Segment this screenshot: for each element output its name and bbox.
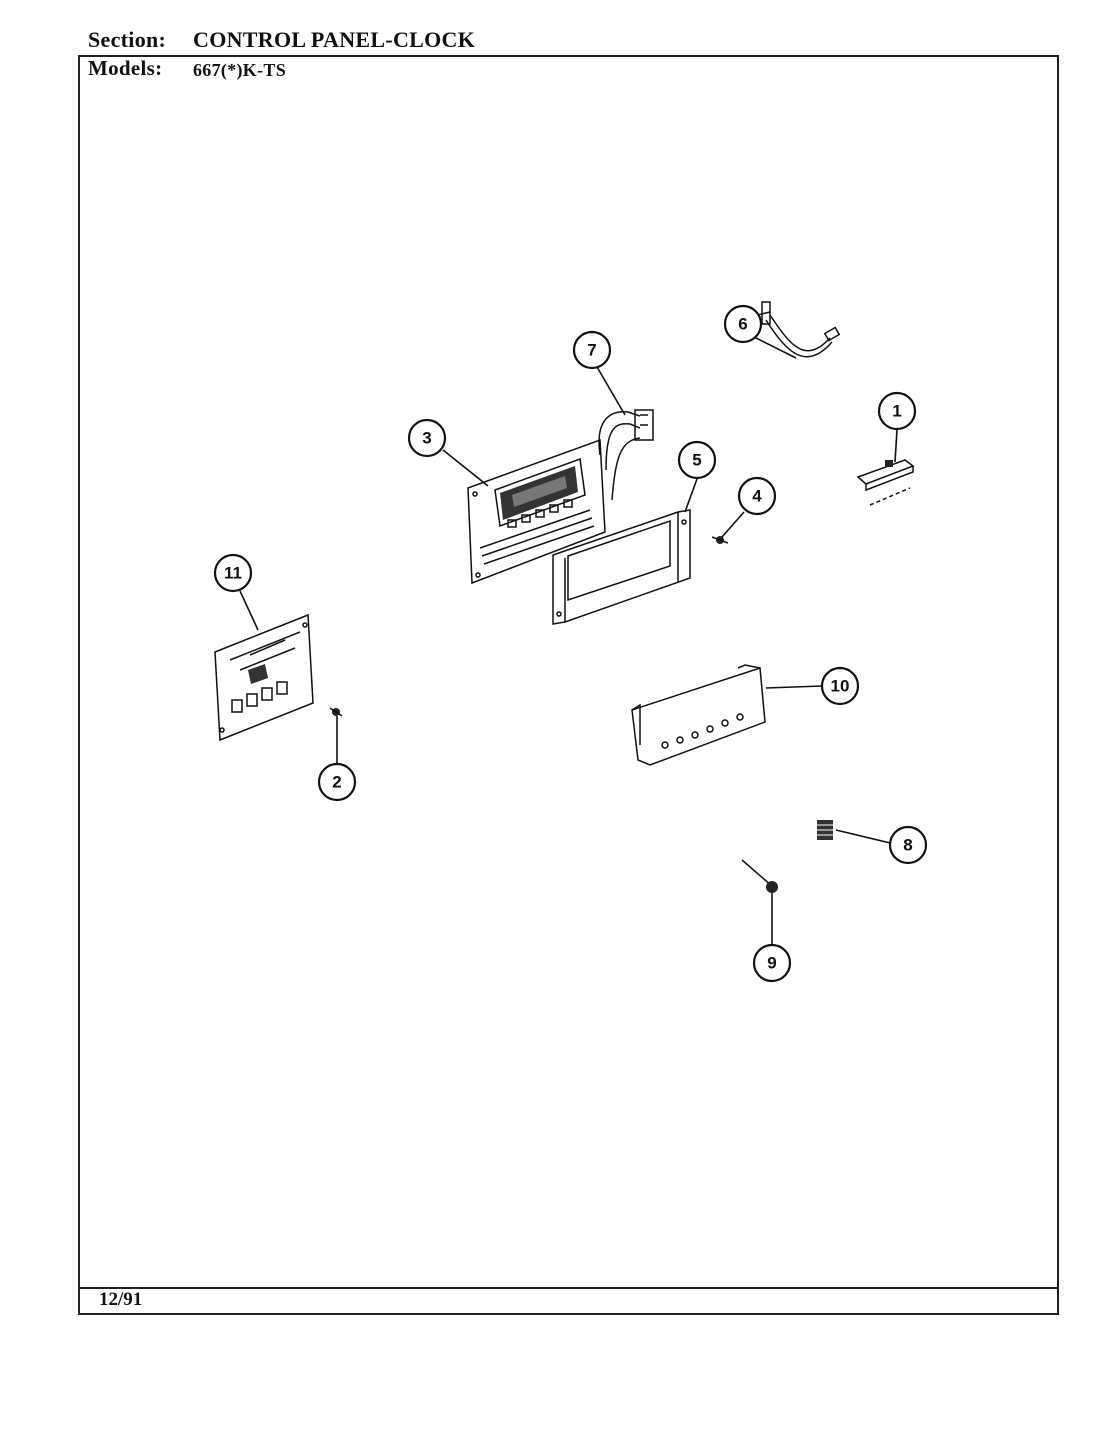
part-3-display-board xyxy=(467,438,606,585)
callout-10: 10 xyxy=(820,666,860,706)
part-6-wire-harness xyxy=(744,301,841,358)
footer-divider xyxy=(78,1287,1059,1289)
section-label: Section: xyxy=(88,27,167,52)
part-11-circuit-board xyxy=(214,613,314,742)
callout-11-label: 11 xyxy=(224,564,242,583)
callout-7: 7 xyxy=(572,330,612,370)
callout-3-label: 3 xyxy=(422,429,431,448)
part-4-screw xyxy=(711,536,729,544)
callout-6-label: 6 xyxy=(738,315,747,334)
part-7-ribbon-cable xyxy=(598,409,654,501)
part-10-control-bracket xyxy=(631,664,766,766)
callout-4: 4 xyxy=(737,476,777,516)
models-label: Models: xyxy=(88,56,163,80)
models-value: 667(*)K-TS xyxy=(193,60,286,80)
part-5-frame-bracket xyxy=(552,509,691,625)
callout-1-label: 1 xyxy=(892,402,901,421)
callout-5: 5 xyxy=(677,440,717,480)
callout-7-label: 7 xyxy=(587,341,596,360)
callout-6: 6 xyxy=(723,304,763,344)
callout-8-label: 8 xyxy=(903,836,912,855)
callout-8: 8 xyxy=(888,825,928,865)
callout-9: 9 xyxy=(752,943,792,983)
callout-2: 2 xyxy=(317,762,357,802)
callout-2-label: 2 xyxy=(332,773,341,792)
part-8-spring xyxy=(817,820,833,840)
callout-11: 11 xyxy=(213,553,253,593)
part-2-screw xyxy=(329,707,343,717)
diagram-frame xyxy=(78,55,1059,1315)
date-code: 12/91 xyxy=(99,1289,143,1310)
leader-lines xyxy=(239,336,898,944)
callout-3: 3 xyxy=(407,418,447,458)
callout-10-label: 10 xyxy=(831,677,850,696)
callout-5-label: 5 xyxy=(692,451,701,470)
part-9-pin xyxy=(741,859,778,893)
part-1-bracket xyxy=(856,459,915,506)
callout-4-label: 4 xyxy=(752,487,762,506)
callout-1: 1 xyxy=(877,391,917,431)
callout-9-label: 9 xyxy=(767,954,776,973)
section-title: CONTROL PANEL-CLOCK xyxy=(193,27,476,52)
